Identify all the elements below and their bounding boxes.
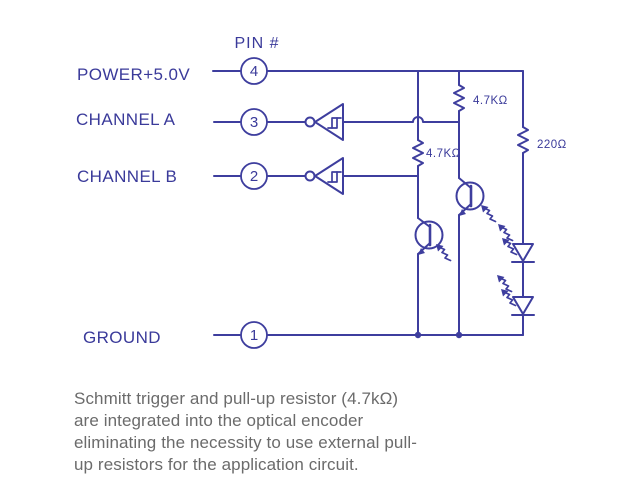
pin-4-number: 4 bbox=[250, 63, 258, 80]
led-icon-upper bbox=[511, 243, 535, 263]
pin-2-number: 2 bbox=[250, 168, 258, 185]
figure-caption: Schmitt trigger and pull-up resistor (4.… bbox=[74, 388, 534, 476]
channel-a-pullup-value: 4.7KΩ bbox=[473, 95, 508, 107]
caption-line: are integrated into the optical encoder bbox=[74, 411, 364, 430]
light-arrow-icon bbox=[496, 274, 513, 293]
pin-number-header: PIN # bbox=[234, 35, 279, 52]
channel-b-pullup-branch: 4.7KΩ bbox=[412, 70, 461, 336]
light-arrow-icon bbox=[497, 223, 514, 242]
pin-1-terminal: 1 bbox=[213, 321, 268, 349]
ground-label: GROUND bbox=[83, 328, 161, 347]
power-label: POWER+5.0V bbox=[77, 65, 190, 84]
resistor-icon bbox=[412, 139, 424, 167]
channel-a-pullup-branch: 4.7KΩ bbox=[453, 70, 508, 336]
light-arrow-icon bbox=[480, 204, 497, 223]
channel-a-wire bbox=[342, 116, 460, 123]
caption-line: up resistors for the application circuit… bbox=[74, 455, 359, 474]
pin-2-terminal: 2 bbox=[213, 162, 268, 190]
pin-4-terminal: 4 bbox=[212, 57, 268, 85]
caption-line: Schmitt trigger and pull-up resistor (4.… bbox=[74, 389, 399, 408]
phototransistor-icon-channel-a bbox=[455, 177, 485, 216]
pin-3-number: 3 bbox=[250, 114, 258, 131]
led-branch: 220Ω bbox=[511, 70, 567, 336]
phototransistor-icon-channel-b bbox=[414, 217, 444, 255]
resistor-icon bbox=[517, 126, 529, 154]
channel-b-label: CHANNEL B bbox=[77, 167, 177, 186]
light-arrow-icon bbox=[435, 243, 452, 262]
channel-a-label: CHANNEL A bbox=[76, 110, 176, 129]
channel-b-pullup-value: 4.7KΩ bbox=[426, 148, 461, 160]
schmitt-trigger-icon-channel-a bbox=[267, 103, 344, 141]
pin-3-terminal: 3 bbox=[213, 108, 268, 136]
resistor-icon bbox=[453, 84, 465, 112]
pin-1-number: 1 bbox=[250, 327, 258, 344]
led-series-resistor-value: 220Ω bbox=[537, 139, 567, 151]
schmitt-trigger-icon-channel-b bbox=[267, 157, 344, 195]
caption-line: eliminating the necessity to use externa… bbox=[74, 433, 417, 452]
circuit-schematic: POWER+5.0V CHANNEL A CHANNEL B GROUND PI… bbox=[76, 35, 567, 349]
